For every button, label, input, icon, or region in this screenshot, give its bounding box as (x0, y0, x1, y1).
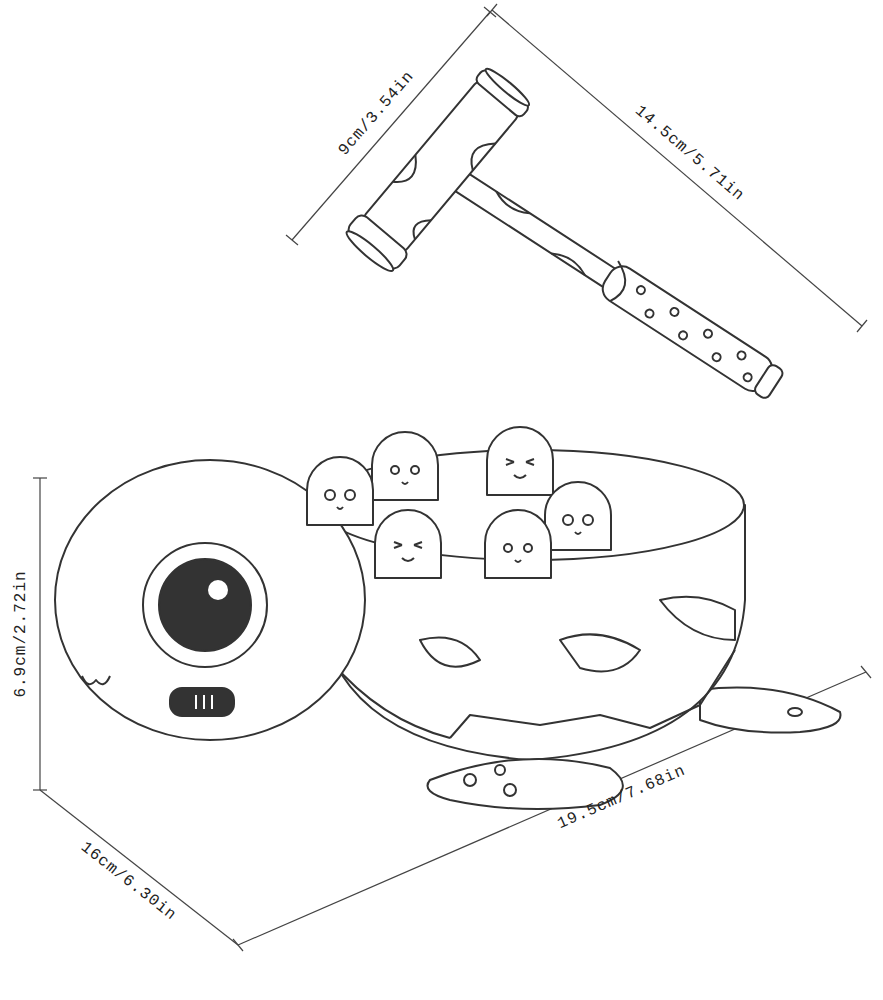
dimension-label: 16cm/6.30in (77, 839, 180, 925)
dimension-label: 9cm/3.54in (336, 68, 419, 160)
dimension-lines (33, 4, 871, 951)
turtle-drawing (55, 427, 841, 809)
dimension-label: 14.5cm/5.71in (631, 103, 747, 206)
hammer-drawing (341, 63, 785, 402)
dimension-label: 6.9cm/2.72in (13, 570, 31, 697)
